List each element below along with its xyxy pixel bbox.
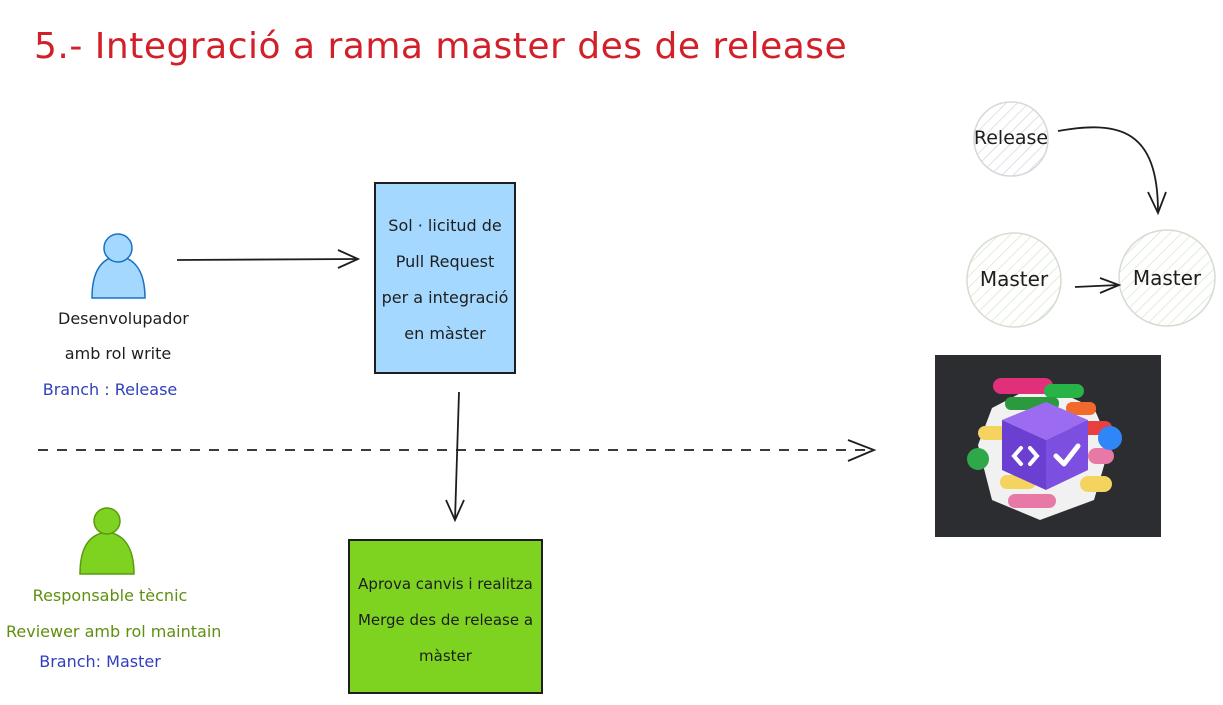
- release-node: [973, 101, 1049, 177]
- arrow-pr-to-merge: [445, 391, 465, 523]
- git-app-logo-icon: [935, 355, 1161, 537]
- reviewer-branch-label: Branch: Master: [39, 652, 161, 671]
- pr-line: en màster: [404, 324, 486, 343]
- merge-text: Aprova canvis i realitza Merge des de re…: [351, 566, 540, 674]
- developer-person-icon: [91, 233, 146, 299]
- merge-box: [348, 539, 543, 694]
- developer-permission-label: amb rol write: [64, 344, 172, 363]
- developer-branch-label: Branch : Release: [42, 380, 178, 399]
- arrow-master-to-master: [1074, 277, 1122, 294]
- pull-request-box: [374, 182, 516, 374]
- arrow-release-to-master: [1057, 126, 1167, 216]
- master-node-right-label: Master: [1132, 266, 1202, 290]
- page-title: 5.- Integració a rama master des de rele…: [34, 26, 848, 67]
- arrow-developer-to-pr: [176, 249, 361, 269]
- reviewer-person-icon: [79, 507, 135, 575]
- reviewer-permission-label: Reviewer amb rol maintain: [6, 622, 222, 641]
- dashed-separator-arrow: [38, 439, 877, 462]
- master-node-left: [966, 232, 1062, 328]
- master-node-left-label: Master: [979, 267, 1049, 291]
- reviewer-role-label: Responsable tècnic: [32, 586, 188, 605]
- master-node-right: [1118, 229, 1216, 327]
- pull-request-text: Sol · licitud de Pull Request per a inte…: [377, 208, 513, 352]
- developer-role-label: Desenvolupador: [58, 309, 189, 328]
- merge-line: Merge des de release a: [357, 611, 534, 629]
- pr-line: Sol · licitud de: [388, 216, 502, 235]
- pr-line: per a integració: [381, 288, 509, 307]
- merge-line: màster: [419, 647, 472, 665]
- pr-line: Pull Request: [395, 252, 495, 271]
- merge-line: Aprova canvis i realitza: [358, 575, 533, 593]
- release-node-label: Release: [973, 127, 1049, 149]
